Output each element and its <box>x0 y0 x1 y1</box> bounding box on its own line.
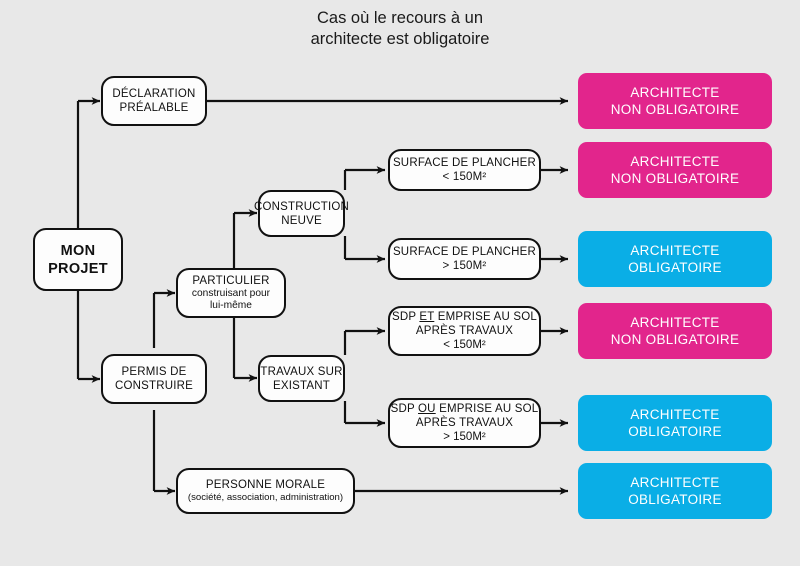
node-sdp-ou-emprise-sup-150[interactable]: SDP OU EMPRISE AU SOL APRÈS TRAVAUX > 15… <box>388 398 541 448</box>
node-line-2: APRÈS TRAVAUX <box>415 417 514 429</box>
result-architecte-non-obligatoire-2[interactable]: ARCHITECTE NON OBLIGATOIRE <box>578 142 772 198</box>
page-title: Cas où le recours à un architecte est ob… <box>310 9 490 48</box>
node-line-2: CONSTRUIRE <box>114 380 194 392</box>
conjunction-ou: OU <box>418 403 436 415</box>
result-line-2: OBLIGATOIRE <box>628 424 722 439</box>
node-line-2: APRÈS TRAVAUX <box>415 325 514 337</box>
result-line-2: NON OBLIGATOIRE <box>610 332 740 347</box>
node-line-2: construisant pour <box>191 287 271 299</box>
result-line-2: OBLIGATOIRE <box>628 260 722 275</box>
node-line-2: PRÉALABLE <box>119 102 189 114</box>
result-architecte-obligatoire-2[interactable]: ARCHITECTE OBLIGATOIRE <box>578 395 772 451</box>
node-personne-morale[interactable]: PERSONNE MORALE (société, association, a… <box>176 468 355 514</box>
node-line-3: > 150M² <box>443 431 486 443</box>
result-line-1: ARCHITECTE <box>630 85 720 100</box>
node-surface-plancher-sup-150[interactable]: SURFACE DE PLANCHER > 150M² <box>388 238 541 280</box>
result-line-2: OBLIGATOIRE <box>628 492 722 507</box>
node-declaration-prealable[interactable]: DÉCLARATION PRÉALABLE <box>101 76 207 126</box>
node-line-2: NEUVE <box>281 214 322 227</box>
result-line-1: ARCHITECTE <box>630 475 720 490</box>
node-line-3: < 150M² <box>443 339 486 351</box>
node-line-1: SURFACE DE PLANCHER <box>392 246 537 258</box>
node-line-1: DÉCLARATION <box>112 88 196 100</box>
node-line-1: SDP ET EMPRISE AU SOL <box>392 310 537 324</box>
node-construction-neuve[interactable]: CONSTRUCTION NEUVE <box>254 190 349 237</box>
node-surface-plancher-inf-150[interactable]: SURFACE DE PLANCHER < 150M² <box>388 149 541 191</box>
node-line-1: CONSTRUCTION <box>253 200 350 213</box>
node-line-2: (société, association, administration) <box>187 492 344 503</box>
node-line-3: lui-même <box>210 300 252 311</box>
node-line-2: < 150M² <box>442 171 487 183</box>
node-particulier[interactable]: PARTICULIER construisant pour lui-même <box>176 268 286 318</box>
result-line-1: ARCHITECTE <box>630 243 720 258</box>
node-line-1: PERSONNE MORALE <box>205 479 326 491</box>
node-line-2: > 150M² <box>442 260 487 272</box>
node-sdp-et-emprise-inf-150[interactable]: SDP ET EMPRISE AU SOL APRÈS TRAVAUX < 15… <box>388 306 541 356</box>
node-line-1: PERMIS DE <box>121 366 187 378</box>
node-line-1: SDP OU EMPRISE AU SOL <box>391 402 539 416</box>
node-line-2: EXISTANT <box>273 379 330 392</box>
node-line-2: PROJET <box>48 260 108 277</box>
result-line-1: ARCHITECTE <box>630 407 720 422</box>
result-architecte-non-obligatoire-1[interactable]: ARCHITECTE NON OBLIGATOIRE <box>578 73 772 129</box>
result-architecte-non-obligatoire-3[interactable]: ARCHITECTE NON OBLIGATOIRE <box>578 303 772 359</box>
node-mon-projet[interactable]: MON PROJET <box>33 228 123 291</box>
node-line-1: PARTICULIER <box>192 274 270 287</box>
node-line-1: TRAVAUX SUR <box>260 365 343 378</box>
result-line-2: NON OBLIGATOIRE <box>610 171 740 186</box>
result-architecte-obligatoire-1[interactable]: ARCHITECTE OBLIGATOIRE <box>578 231 772 287</box>
sdp-prefix: SDP <box>390 403 419 415</box>
conjunction-et: ET <box>419 311 435 323</box>
node-line-1: SURFACE DE PLANCHER <box>392 157 537 169</box>
node-travaux-sur-existant[interactable]: TRAVAUX SUR EXISTANT <box>258 355 345 402</box>
sdp-suffix: EMPRISE AU SOL <box>434 311 538 323</box>
result-line-1: ARCHITECTE <box>630 154 720 169</box>
node-line-1: MON <box>60 242 96 259</box>
result-line-1: ARCHITECTE <box>630 315 720 330</box>
result-line-2: NON OBLIGATOIRE <box>610 102 740 117</box>
result-architecte-obligatoire-3[interactable]: ARCHITECTE OBLIGATOIRE <box>578 463 772 519</box>
sdp-suffix: EMPRISE AU SOL <box>435 403 539 415</box>
sdp-prefix: SDP <box>391 311 420 323</box>
node-permis-de-construire[interactable]: PERMIS DE CONSTRUIRE <box>101 354 207 404</box>
